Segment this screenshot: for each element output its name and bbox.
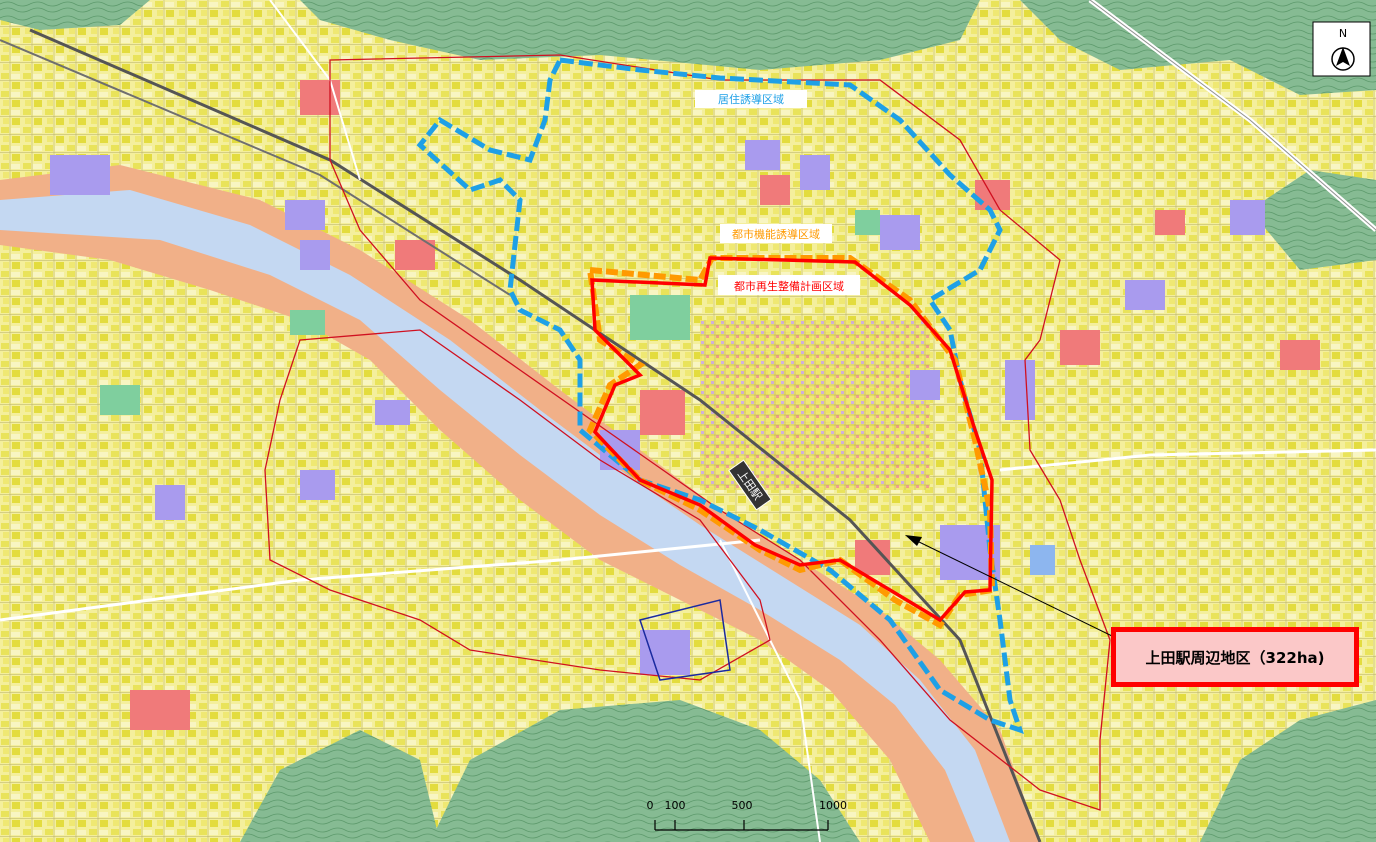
- district-callout-label: 上田駅周辺地区（322ha): [1145, 648, 1325, 667]
- residential-induction-boundary: [416, 57, 1024, 734]
- land-use-blocks: [50, 80, 1320, 730]
- planning-boundaries: [264, 54, 1111, 811]
- scale-tick: 100: [665, 799, 686, 812]
- label-residential-induction: 居住誘導区域: [695, 90, 807, 108]
- svg-text:N: N: [1339, 27, 1347, 40]
- district-callout-box: 上田駅周辺地区（322ha): [1111, 627, 1359, 687]
- station-marker[interactable]: 上田駅: [728, 459, 772, 511]
- north-arrow: N: [1312, 21, 1371, 77]
- scale-bar: 0 100 500 1000: [647, 799, 847, 831]
- urban-renewal-plan-boundary: [590, 256, 994, 623]
- label-urban-function-induction: 都市機能誘導区域: [720, 224, 832, 243]
- scale-tick: 500: [732, 799, 753, 812]
- svg-text:都市再生整備計画区域: 都市再生整備計画区域: [734, 279, 844, 293]
- blue-district-boundary: [639, 599, 731, 681]
- scale-tick: 1000: [819, 799, 847, 812]
- callout-arrow: [905, 535, 1113, 637]
- svg-text:居住誘導区域: 居住誘導区域: [718, 92, 784, 106]
- scale-tick: 0: [647, 799, 654, 812]
- central-core: [700, 320, 930, 490]
- river: [0, 165, 1040, 842]
- urban-function-induction-boundary: [586, 255, 996, 629]
- label-urban-renewal-plan: 都市再生整備計画区域: [718, 275, 860, 295]
- svg-text:都市機能誘導区域: 都市機能誘導区域: [732, 227, 820, 241]
